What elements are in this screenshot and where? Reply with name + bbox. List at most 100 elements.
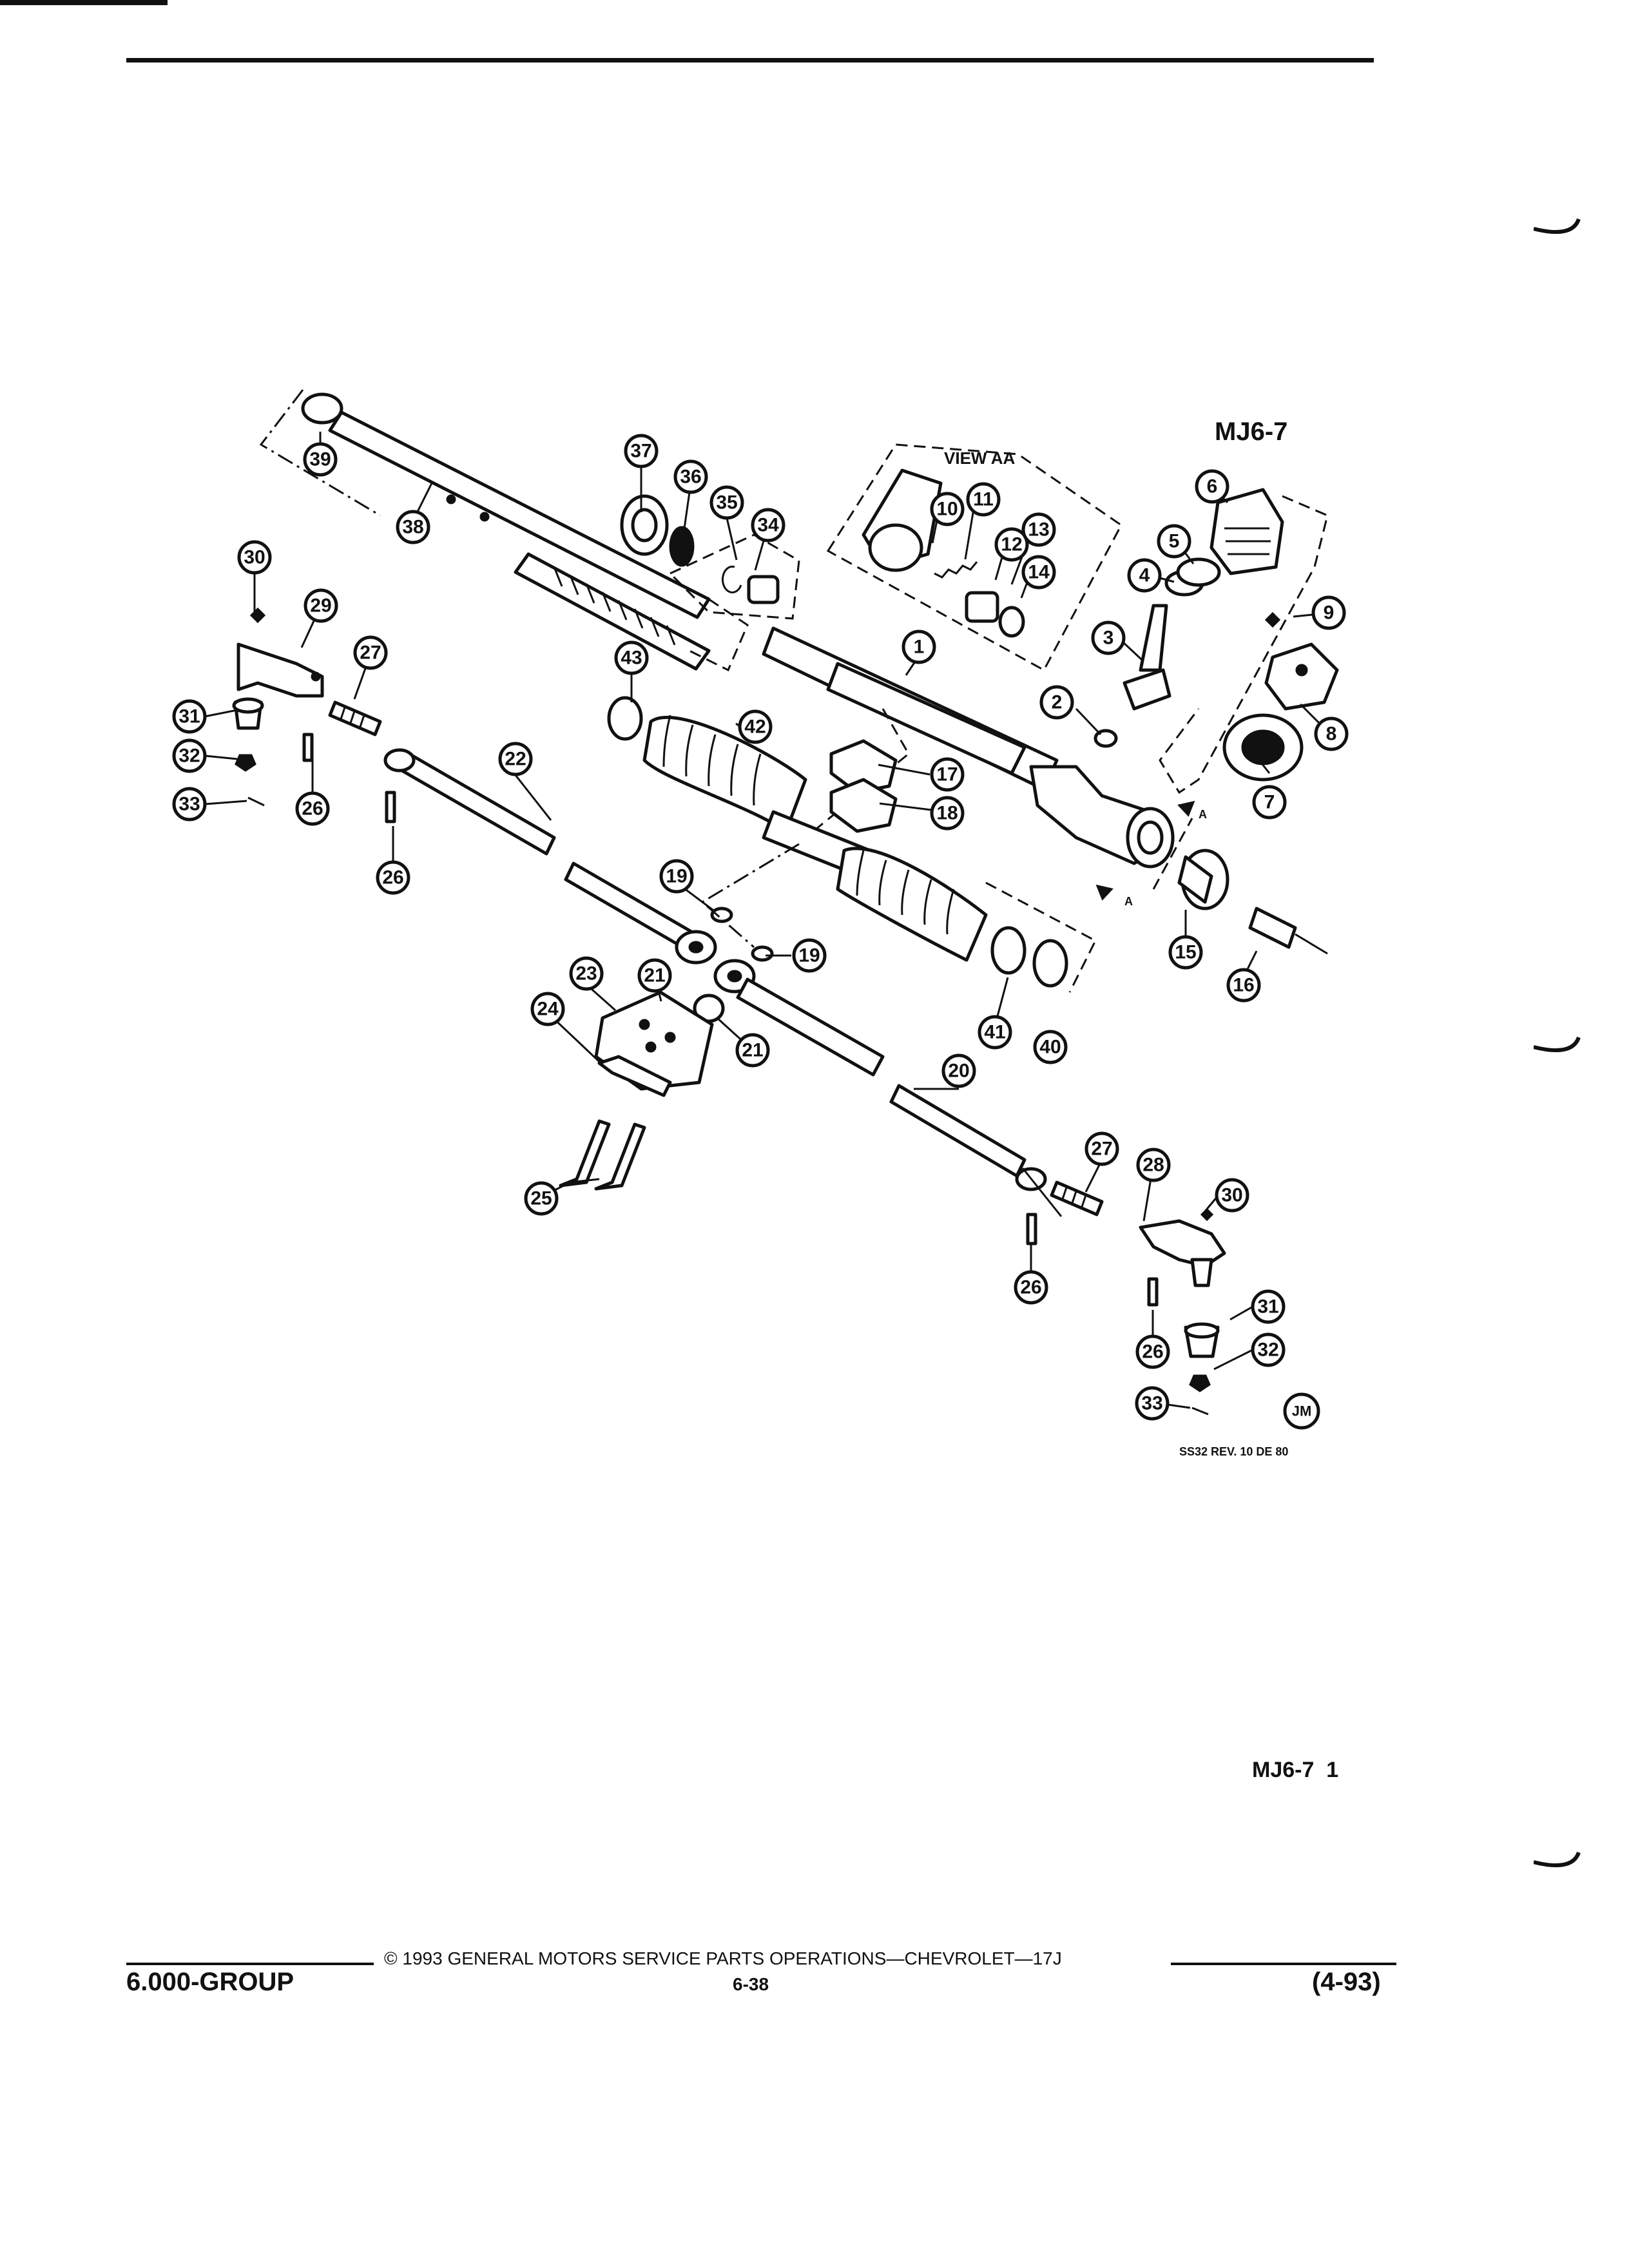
right-boot	[836, 847, 1068, 988]
top-edge-rule	[0, 0, 168, 5]
right-tie-rod-end	[1026, 1180, 1226, 1416]
callout-17: 17	[930, 757, 965, 792]
svg-text:12: 12	[1001, 534, 1022, 555]
svg-text:15: 15	[1175, 942, 1196, 963]
callout-22: 22	[498, 742, 533, 776]
svg-text:3: 3	[1103, 628, 1114, 649]
callout-8: 8	[1314, 716, 1349, 751]
callout-14: 14	[1021, 555, 1056, 590]
rack-outline-dashed-right	[689, 598, 749, 672]
svg-text:42: 42	[744, 716, 766, 738]
svg-text:9: 9	[1324, 602, 1335, 624]
mounting-plate	[559, 990, 725, 1191]
diagram-code: MJ6-7	[1215, 418, 1288, 446]
svg-text:31: 31	[1257, 1296, 1278, 1318]
callout-11: 11	[966, 482, 1001, 517]
view-aa-box	[826, 443, 1123, 672]
svg-text:31: 31	[178, 706, 200, 727]
header-rule	[126, 58, 1374, 62]
callout-34: 34	[751, 508, 786, 543]
callout-26d: 26	[1135, 1334, 1170, 1369]
svg-text:39: 39	[309, 449, 331, 470]
svg-text:26: 26	[1142, 1341, 1163, 1363]
svg-text:32: 32	[178, 745, 200, 767]
right-tie-rod	[713, 959, 1047, 1191]
svg-text:A: A	[1124, 895, 1133, 908]
rack-assembly	[301, 392, 711, 671]
svg-text:26: 26	[302, 798, 323, 820]
pinion-assembly	[1094, 488, 1339, 782]
callout-19b: 19	[792, 938, 827, 973]
svg-text:4: 4	[1139, 565, 1150, 586]
callout-25: 25	[524, 1181, 559, 1216]
callout-23: 23	[569, 956, 604, 991]
page-reference: MJ6-7 1	[1252, 1758, 1339, 1782]
footer-copyright: © 1993 GENERAL MOTORS SERVICE PARTS OPER…	[384, 1948, 1062, 1968]
callout-31a: 31	[172, 699, 207, 734]
callout-9: 9	[1311, 595, 1346, 630]
callout-19a: 19	[659, 859, 694, 894]
svg-text:10: 10	[936, 499, 958, 520]
svg-text:40: 40	[1039, 1037, 1061, 1058]
callout-26b: 26	[376, 860, 410, 895]
svg-text:28: 28	[1142, 1155, 1164, 1176]
svg-text:29: 29	[310, 595, 331, 617]
callout-30b: 30	[1215, 1178, 1249, 1213]
footer-date: (4-93)	[1312, 1968, 1381, 1996]
callout-21b: 21	[735, 1033, 770, 1068]
svg-text:21: 21	[644, 965, 665, 986]
svg-text:20: 20	[948, 1061, 969, 1082]
left-tie-rod-end	[232, 607, 396, 823]
rack-housing	[762, 626, 1175, 869]
callout-26c: 26	[1014, 1270, 1048, 1305]
callouts: 1 2 3 4 5 6 7 8 9 10 11 12 13 14 15 16 1…	[172, 434, 1349, 1421]
boot-outline-right	[985, 881, 1097, 993]
callout-30a: 30	[237, 540, 272, 575]
callout-21a: 21	[637, 958, 672, 993]
callout-33b: 33	[1135, 1386, 1170, 1421]
svg-text:24: 24	[537, 999, 559, 1020]
callout-27a: 27	[353, 635, 388, 670]
svg-text:7: 7	[1264, 792, 1275, 813]
footer-page-number: 6-38	[733, 1974, 769, 1994]
callout-6: 6	[1195, 469, 1229, 504]
svg-text:26: 26	[382, 867, 403, 889]
svg-text:36: 36	[680, 466, 701, 488]
seal-group	[620, 494, 780, 604]
callout-20: 20	[941, 1053, 976, 1088]
callout-26a: 26	[295, 791, 330, 826]
callout-12: 12	[994, 527, 1029, 562]
svg-text:18: 18	[936, 803, 958, 824]
svg-text:A: A	[1199, 808, 1207, 821]
jm-logo: JM	[1283, 1392, 1320, 1430]
svg-text:17: 17	[936, 764, 958, 785]
scan-marks	[1534, 218, 1581, 1867]
svg-text:19: 19	[666, 866, 687, 887]
svg-text:JM: JM	[1292, 1403, 1312, 1419]
section-arrows: A A	[1095, 800, 1207, 908]
revision-note: SS32 REV. 10 DE 80	[1179, 1445, 1289, 1458]
callout-32b: 32	[1251, 1332, 1286, 1367]
callout-10: 10	[930, 492, 965, 526]
callout-4: 4	[1127, 558, 1162, 593]
callout-13: 13	[1021, 512, 1056, 547]
svg-text:16: 16	[1233, 975, 1254, 996]
svg-text:25: 25	[530, 1188, 552, 1209]
svg-text:6: 6	[1207, 476, 1218, 497]
callout-31b: 31	[1251, 1289, 1286, 1324]
pinion-outline	[1159, 495, 1329, 794]
svg-text:8: 8	[1326, 724, 1337, 745]
view-aa-label: VIEW AA	[944, 448, 1015, 468]
callout-18: 18	[930, 796, 965, 831]
callout-29: 29	[304, 588, 338, 623]
svg-text:19: 19	[798, 945, 820, 966]
svg-text:5: 5	[1169, 531, 1180, 552]
callout-40: 40	[1033, 1030, 1068, 1064]
clamp-centerline	[700, 843, 800, 948]
callout-5: 5	[1157, 524, 1191, 559]
footer-rule-right	[1171, 1963, 1396, 1965]
callout-24: 24	[530, 992, 565, 1026]
callout-27b: 27	[1084, 1131, 1119, 1166]
svg-text:43: 43	[621, 648, 642, 669]
